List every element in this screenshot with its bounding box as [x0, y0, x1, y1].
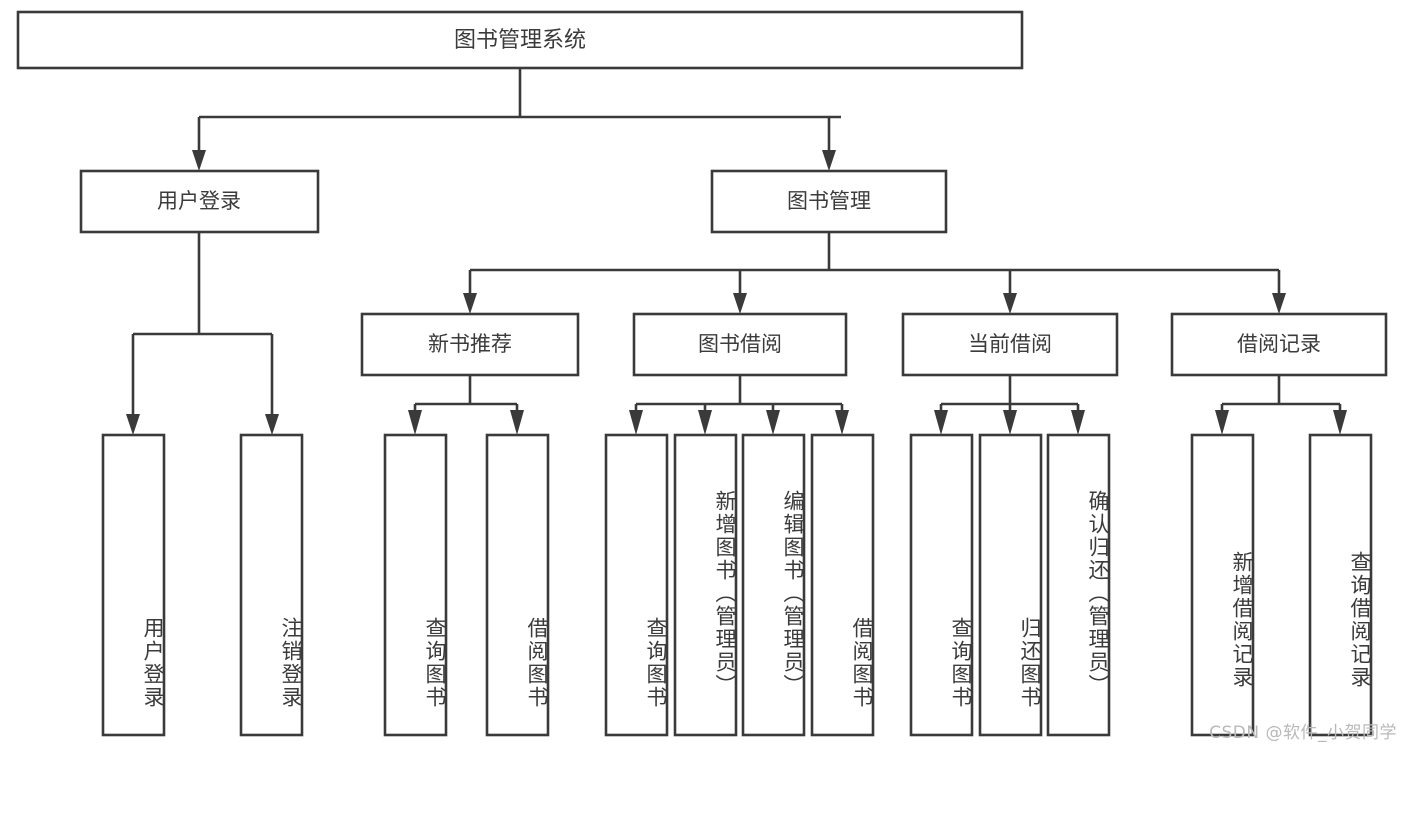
node-borrow-record[interactable]: 借阅记录: [1170, 312, 1388, 377]
node-leaf-borrow-book-1[interactable]: [485, 433, 550, 737]
connector-currentborrow-to-leaves: [934, 375, 1085, 435]
node-leaf-query-book-3[interactable]: [909, 433, 974, 737]
node-current-borrow[interactable]: 当前借阅: [901, 312, 1119, 377]
connector-root-to-level2: [192, 68, 841, 171]
node-leaf-add-book[interactable]: [673, 433, 738, 737]
flowchart-svg: 图书管理系统 用户登录 图书管理 新书推荐 图书借阅 当前借阅 借阅记录: [16, 10, 1388, 737]
node-leaf-confirm-return[interactable]: [1046, 433, 1111, 737]
node-leaf-query-book-1[interactable]: [383, 433, 448, 737]
node-leaf-user-login[interactable]: [101, 433, 166, 737]
node-leaf-return-book[interactable]: [978, 433, 1043, 737]
node-borrow-record-label: 借阅记录: [1237, 332, 1321, 356]
node-user-login[interactable]: 用户登录: [79, 169, 320, 234]
node-leaf-edit-book[interactable]: [741, 433, 806, 737]
node-leaf-borrow-book-2[interactable]: [810, 433, 875, 737]
connector-borrowrecord-to-leaves: [1215, 375, 1347, 435]
node-book-borrow-label: 图书借阅: [698, 332, 782, 356]
node-new-book-recommend-label: 新书推荐: [428, 332, 512, 356]
csdn-watermark: CSDN @软件_小贺同学: [1209, 723, 1397, 743]
node-book-management-label: 图书管理: [787, 189, 871, 213]
node-new-book-recommend[interactable]: 新书推荐: [360, 312, 580, 377]
node-user-login-label: 用户登录: [157, 189, 241, 213]
node-leaf-query-book-2[interactable]: [604, 433, 669, 737]
connector-bookborrow-to-leaves: [629, 375, 849, 435]
node-root-label: 图书管理系统: [454, 28, 586, 53]
node-book-management[interactable]: 图书管理: [710, 169, 948, 234]
node-current-borrow-label: 当前借阅: [968, 332, 1052, 356]
node-root[interactable]: 图书管理系统: [16, 10, 1024, 70]
connector-userlogin-to-leaves: [126, 233, 279, 435]
node-leaf-logout-login[interactable]: [239, 433, 304, 737]
node-book-borrow[interactable]: 图书借阅: [632, 312, 848, 377]
node-leaf-query-record[interactable]: [1308, 433, 1373, 737]
node-leaf-add-record[interactable]: [1190, 433, 1255, 737]
connector-newbook-to-leaves: [408, 375, 524, 435]
connector-bookmgmt-to-level3: [463, 233, 1286, 314]
flowchart-canvas: 图书管理系统 用户登录 图书管理 新书推荐 图书借阅 当前借阅 借阅记录: [16, 10, 1397, 743]
